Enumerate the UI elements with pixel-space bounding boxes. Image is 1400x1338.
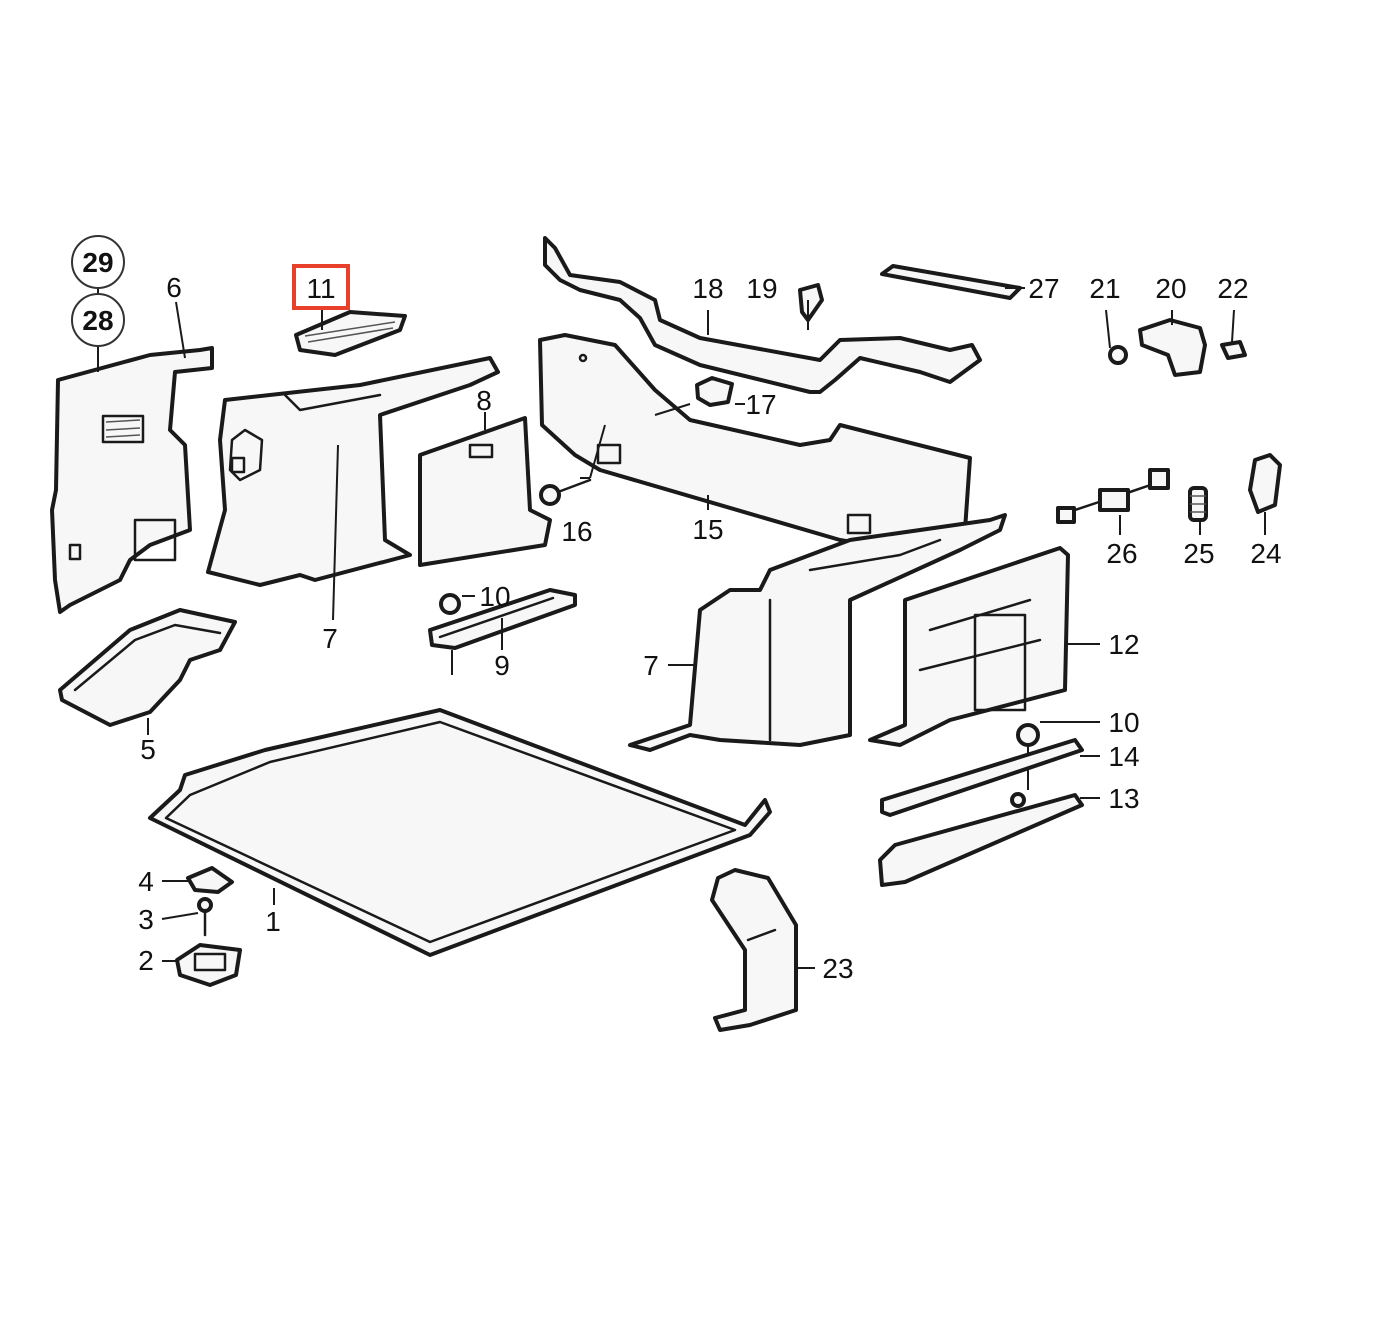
callout-11-label: 11 [306,273,335,304]
callout-7-left-label: 7 [322,623,338,654]
callout-2-label: 2 [138,945,154,976]
callout-29: 29 [71,235,125,289]
part-16-screw [539,478,592,506]
part-10-nut-left [439,593,461,675]
callout-11: 11 [292,264,350,310]
part-20-bracket [1138,318,1207,377]
part-8-flap [418,416,552,567]
callout-18-label: 18 [692,273,723,304]
part-2-grommet [175,943,242,987]
callout-20-label: 20 [1155,273,1186,304]
callout-5-label: 5 [140,734,156,765]
callout-21-label: 21 [1089,273,1120,304]
callout-7-right-label: 7 [643,650,659,681]
part-3-screw [197,897,213,937]
callout-12-label: 12 [1108,629,1139,660]
callout-15-label: 15 [692,514,723,545]
part-14-rail [880,738,1084,817]
part-27-strip [880,264,1022,300]
part-7-left-trim [206,356,500,587]
callout-13-label: 13 [1108,783,1139,814]
part-4-plate [186,866,234,894]
callout-10-left-label: 10 [479,581,510,612]
part-19-clip [798,283,824,322]
part-17-clip [695,376,734,407]
callout-23-label: 23 [822,953,853,984]
part-6-left-side-panel [50,346,214,614]
callout-28-label: 28 [82,305,113,336]
callout-14-label: 14 [1108,741,1139,772]
callout-4-label: 4 [138,866,154,897]
part-22-clip [1220,340,1247,360]
part-23-bracket [710,868,798,1032]
callout-1-label: 1 [265,906,281,937]
callout-26-label: 26 [1106,538,1137,569]
callout-29-label: 29 [82,247,113,278]
part-21-bolt [1108,345,1128,365]
part-12-panel [868,546,1070,747]
callout-28: 28 [71,293,125,347]
part-26-cable [1056,468,1170,524]
part-15-rear-panel [538,333,972,547]
callout-25-label: 25 [1183,538,1214,569]
callout-16-label: 16 [561,516,592,547]
callout-10-right-label: 10 [1108,707,1139,738]
part-18-trim-strip [543,236,982,394]
callout-8-label: 8 [476,385,492,416]
callout-24-label: 24 [1250,538,1281,569]
part-25-spring [1188,486,1208,522]
callout-6-label: 6 [166,272,182,303]
part-11-cover [294,310,407,357]
part-24-latch [1248,453,1282,514]
callout-3-label: 3 [138,904,154,935]
callout-17-label: 17 [745,389,776,420]
callout-9-label: 9 [494,650,510,681]
part-7-right-trim [628,513,1007,752]
callout-27-label: 27 [1028,273,1059,304]
callout-19-label: 19 [746,273,777,304]
callout-11-highlight-box [292,264,350,310]
callout-22-label: 22 [1217,273,1248,304]
part-5-left-tray [58,608,237,727]
part-13-rail [878,792,1084,887]
part-1-floor-mat [148,708,772,957]
